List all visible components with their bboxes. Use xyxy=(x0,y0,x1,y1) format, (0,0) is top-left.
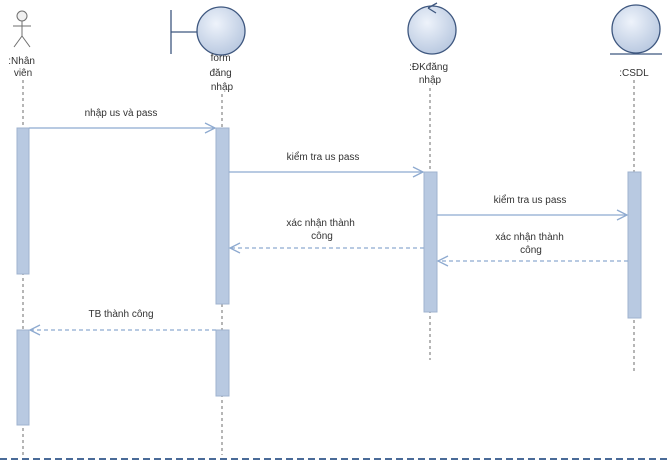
control-label-line: nhập xyxy=(419,75,442,86)
boundary-label: form đăng nhập xyxy=(209,53,234,93)
message-notify-success[interactable]: TB thành công xyxy=(28,309,216,336)
control-label: :ĐKđăng nhập xyxy=(409,62,451,86)
participant-entity[interactable]: :CSDL xyxy=(610,4,662,79)
message-label: kiểm tra us pass xyxy=(494,194,567,206)
entity-activation xyxy=(627,171,642,319)
actor-label: :Nhân viên xyxy=(8,56,37,79)
participant-control[interactable]: :ĐKđăng nhập xyxy=(407,2,457,86)
boundary-icon xyxy=(170,6,246,56)
message-request-login[interactable]: nhập us và pass xyxy=(29,108,217,134)
arrow-head-icon xyxy=(204,122,217,134)
message-label-line: công xyxy=(520,245,542,256)
message-label-line: kiểm tra us pass xyxy=(287,151,360,163)
message-label-line: công xyxy=(311,231,333,242)
arrow-head-icon xyxy=(228,242,241,254)
boundary-activation-2 xyxy=(215,329,230,397)
message-label-line: nhập us và pass xyxy=(85,108,158,119)
message-label: TB thành công xyxy=(88,309,153,320)
message-label: xác nhận thành công xyxy=(286,218,357,242)
actor-activation-2 xyxy=(16,329,30,426)
message-label: nhập us và pass xyxy=(85,108,158,119)
participant-boundary[interactable]: form đăng nhập xyxy=(170,6,246,93)
control-label-line: :ĐKđăng xyxy=(409,62,448,73)
arrow-head-icon xyxy=(28,324,41,336)
boundary-label-line: nhập xyxy=(211,82,234,93)
message-label-line: kiểm tra us pass xyxy=(494,194,567,206)
message-label-line: xác nhận thành xyxy=(286,218,354,229)
message-confirm-success-2[interactable]: xác nhận thành công xyxy=(228,218,424,254)
control-icon xyxy=(407,2,457,55)
arrow-head-icon xyxy=(436,255,449,267)
message-confirm-success-1[interactable]: xác nhận thành công xyxy=(436,232,628,267)
entity-icon xyxy=(610,4,662,55)
message-label: xác nhận thành công xyxy=(495,232,566,256)
boundary-activation-1 xyxy=(215,127,230,305)
control-activation xyxy=(423,171,438,313)
message-check-credentials-2[interactable]: kiểm tra us pass xyxy=(437,194,629,221)
actor-icon xyxy=(13,10,31,48)
message-label-line: xác nhận thành xyxy=(495,232,563,243)
participant-actor[interactable]: :Nhân viên xyxy=(8,10,37,79)
boundary-label-line: form xyxy=(211,53,231,64)
message-label-line: TB thành công xyxy=(88,309,153,320)
entity-label: :CSDL xyxy=(619,68,649,79)
message-label: kiểm tra us pass xyxy=(287,151,360,163)
boundary-label-line: đăng xyxy=(209,68,231,79)
entity-label-line: :CSDL xyxy=(619,68,649,79)
actor-activation-1 xyxy=(16,127,30,275)
arrow-head-icon xyxy=(616,209,629,221)
arrow-head-icon xyxy=(412,166,425,178)
actor-label-line: :Nhân xyxy=(8,56,35,67)
message-check-credentials-1[interactable]: kiểm tra us pass xyxy=(229,151,425,178)
actor-label-line: viên xyxy=(14,68,32,79)
